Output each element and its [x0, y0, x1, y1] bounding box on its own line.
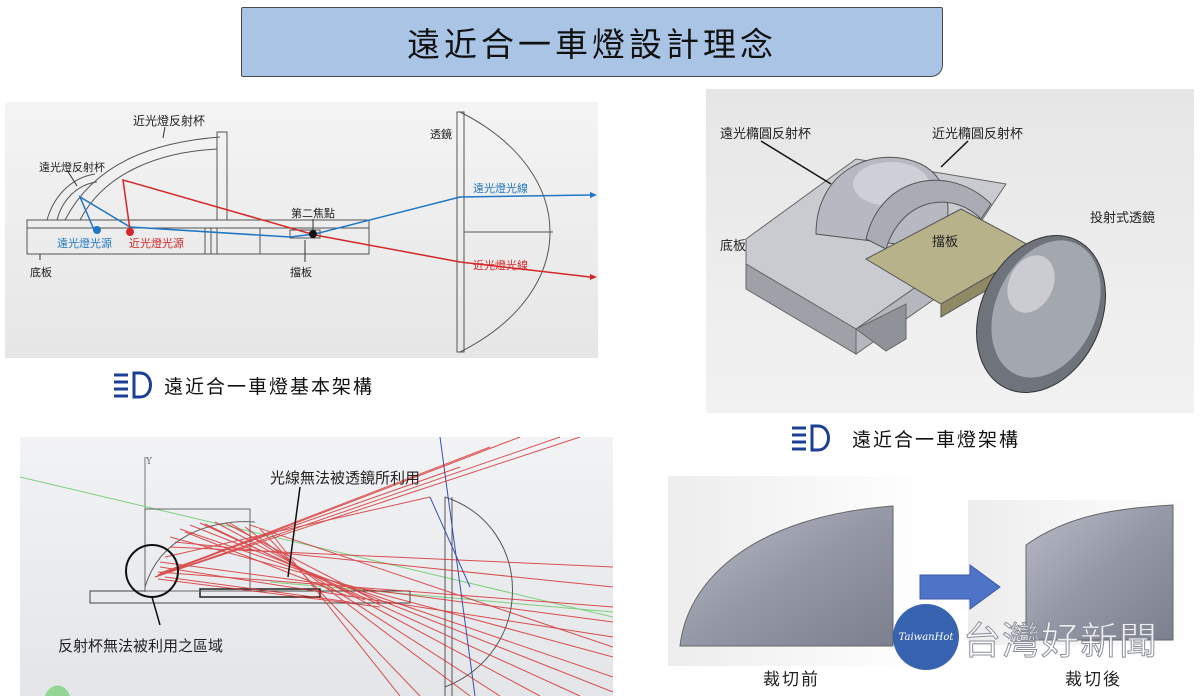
diagram-basic-architecture: 近光燈反射杯 遠光燈反射杯 透鏡 第二焦點 遠光燈光線 近光燈光線 遠光燈光源 …	[5, 102, 598, 358]
caption-3d-architecture-text: 遠近合一車燈架構	[852, 428, 1021, 451]
label-after-cut: 裁切後	[1065, 670, 1122, 690]
diagram-cut-after	[968, 500, 1198, 645]
label-before-cut: 裁切前	[763, 670, 820, 690]
caption-basic-architecture-text: 遠近合一車燈基本架構	[164, 375, 375, 398]
label-axis-y: Y	[146, 457, 152, 467]
label-unused-rays: 光線無法被透鏡所利用	[270, 469, 421, 487]
label-shield: 擋板	[290, 266, 312, 279]
reflector-after-cut	[1025, 504, 1174, 641]
page-title: 遠近合一車燈設計理念	[407, 25, 777, 64]
label-unused-area: 反射杯無法被利用之區域	[58, 637, 224, 655]
label-high-beam: 遠光燈光線	[473, 182, 528, 195]
diagram-ray-trace: Y 光線無法被透鏡所利用 反射杯無法被利用之區域	[20, 437, 613, 696]
diagram-cut-before	[668, 476, 928, 666]
label-second-focus: 第二焦點	[291, 207, 335, 220]
label-base: 底板	[30, 266, 52, 279]
label-lens: 透鏡	[430, 128, 452, 141]
watermark-logo: TaiwanHot	[893, 604, 959, 670]
watermark: TaiwanHot 台灣好新聞	[893, 604, 1158, 670]
ray-trace-render	[20, 437, 613, 696]
label-low-source: 近光燈光源	[129, 237, 184, 250]
headlight-icon	[114, 371, 152, 399]
watermark-logo-text: TaiwanHot	[898, 631, 954, 643]
diagram-3d-architecture: 遠光橢圓反射杯 近光橢圓反射杯 投射式透鏡 底板 擋板	[706, 89, 1194, 413]
3d-model-render	[745, 140, 1106, 394]
caption-3d-architecture: 遠近合一車燈架構	[790, 424, 1020, 452]
title-banner: 遠近合一車燈設計理念	[241, 7, 943, 77]
headlight-icon	[792, 424, 830, 452]
label-low-beam: 近光燈光線	[473, 259, 528, 272]
label-shield-3d: 擋板	[932, 235, 959, 250]
watermark-text: 台灣好新聞	[962, 618, 1159, 663]
label-low-reflector: 近光燈反射杯	[133, 114, 206, 128]
label-high-reflector: 遠光燈反射杯	[39, 161, 105, 174]
label-low-ellipse: 近光橢圓反射杯	[932, 127, 1024, 142]
label-base-3d: 底板	[720, 239, 747, 254]
label-high-source: 遠光燈光源	[57, 237, 112, 250]
optical-path-diagram	[26, 111, 597, 353]
label-projection-lens: 投射式透鏡	[1090, 211, 1156, 226]
caption-basic-architecture: 遠近合一車燈基本架構	[112, 371, 374, 399]
label-high-ellipse: 遠光橢圓反射杯	[720, 127, 812, 142]
reflector-before-cut	[679, 505, 894, 647]
arrow-right-icon	[919, 564, 1001, 610]
